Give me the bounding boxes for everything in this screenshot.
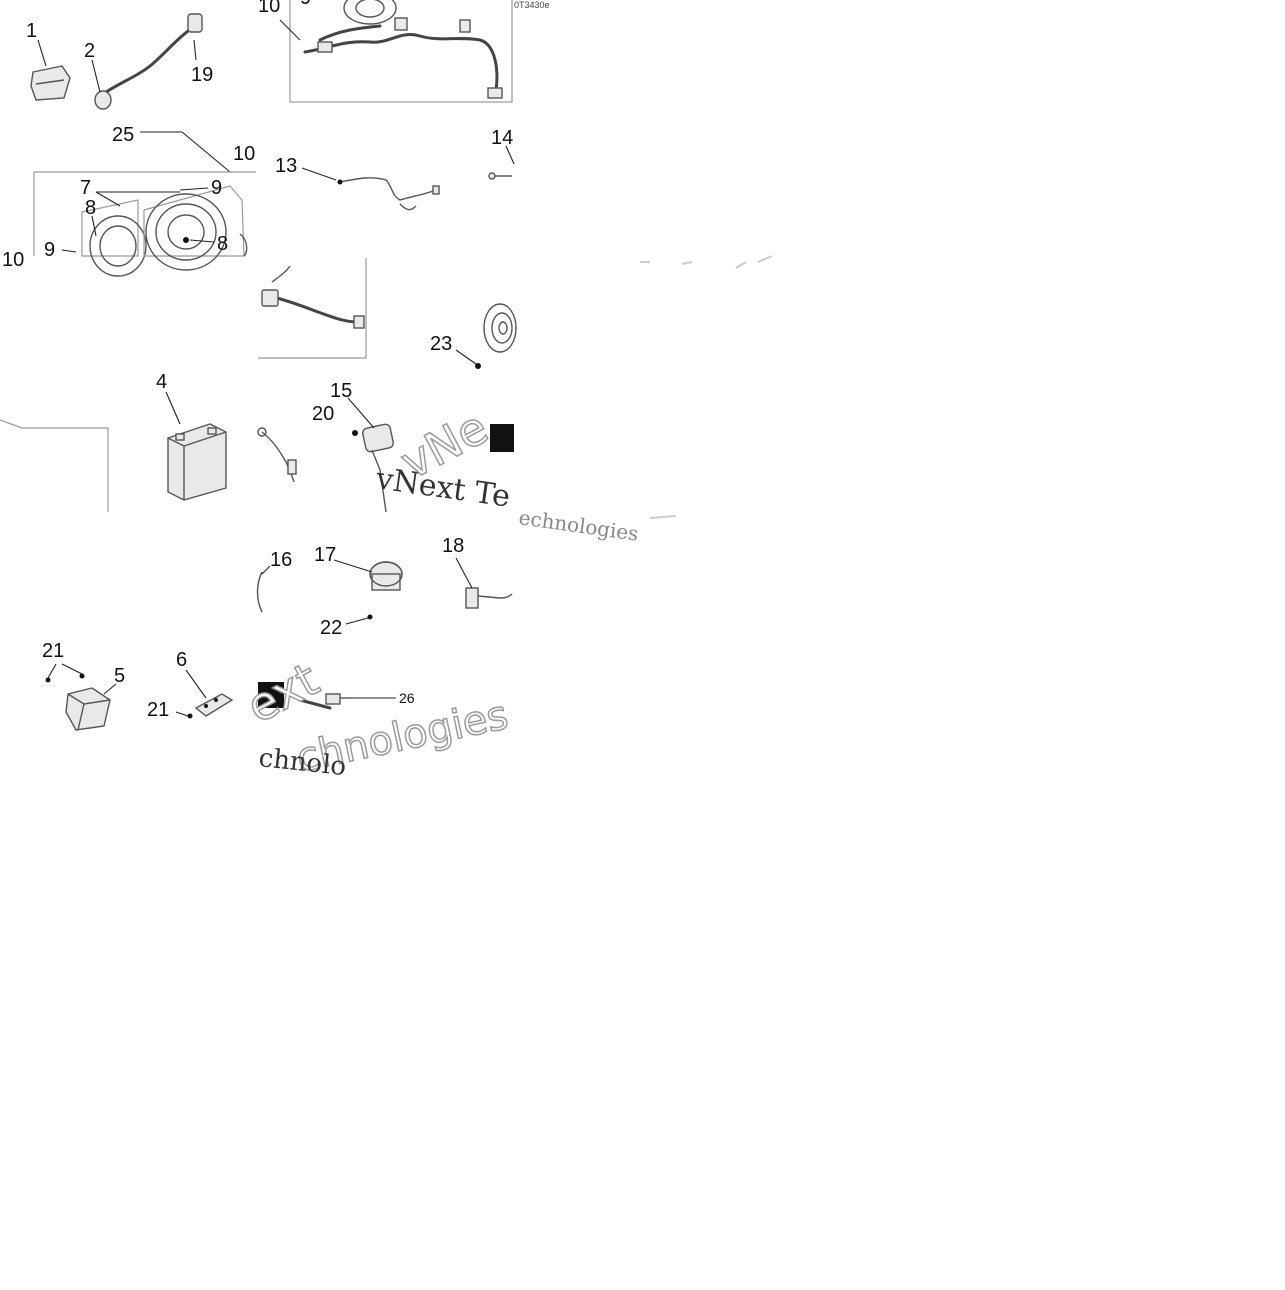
part-2-cable (94, 13, 203, 110)
part-20-nut (352, 430, 358, 436)
part-5-module (65, 687, 111, 731)
part-21-screw-b (79, 673, 85, 679)
watermark-line4: ext (238, 652, 328, 734)
leader-15 (347, 397, 375, 429)
watermark-dark-block (490, 424, 514, 452)
callout-16: 16 (270, 549, 292, 571)
leader-6 (185, 669, 207, 699)
callout-2: 2 (84, 40, 95, 62)
leader-14 (505, 145, 515, 165)
leader-13 (301, 167, 337, 181)
callout-23: 23 (430, 333, 452, 355)
leader-2 (91, 59, 101, 93)
leader-16 (261, 565, 271, 575)
callout-18: 18 (442, 535, 464, 557)
leader-17 (333, 559, 373, 573)
lead-box (258, 258, 367, 359)
leader-25b (181, 131, 231, 173)
callout-7: 7 (80, 177, 91, 199)
callout-21a: 21 (42, 640, 64, 662)
leader-21b (61, 663, 83, 675)
callout-5: 5 (114, 665, 125, 687)
battery-box (0, 419, 109, 512)
leader-18 (455, 557, 473, 589)
part-4-battery (167, 423, 227, 501)
part-16-lamp (256, 571, 263, 613)
callout-9-top: 9 (300, 0, 311, 9)
part-26-sensor (298, 693, 352, 710)
callout-21b: 21 (147, 699, 169, 721)
callout-10c: 10 (2, 249, 24, 271)
leader-10a (279, 19, 301, 41)
callout-17: 17 (314, 544, 336, 566)
faint-fragment-a (640, 255, 773, 269)
leader-5 (103, 683, 117, 695)
callout-22: 22 (320, 617, 342, 639)
leader-8b (189, 239, 215, 243)
watermark-line3: echnologies (517, 505, 640, 546)
callout-10a: 10 (258, 0, 280, 17)
callout-13: 13 (275, 155, 297, 177)
part-17-flasher (369, 561, 403, 591)
part-6-board (194, 693, 234, 717)
leader-22 (345, 617, 369, 625)
part-21-screw-c (187, 713, 193, 719)
part-13-cable (337, 177, 440, 211)
leader-4 (165, 391, 181, 425)
callout-20: 20 (312, 403, 334, 425)
part-7-headlight-left (81, 199, 147, 277)
callout-8a: 8 (85, 197, 96, 219)
callout-14: 14 (491, 127, 513, 149)
leader-1 (37, 39, 47, 67)
part-21-screw-a (45, 677, 51, 683)
callout-8b: 8 (217, 233, 228, 255)
callout-25: 25 (112, 124, 134, 146)
part-harness-lead (261, 265, 365, 329)
callout-26: 26 (399, 690, 415, 706)
leader-23 (455, 349, 477, 365)
callout-4: 4 (156, 371, 167, 393)
part-18-switch (465, 587, 513, 609)
callout-9a: 9 (211, 177, 222, 199)
callout-6: 6 (176, 649, 187, 671)
leader-19 (193, 39, 197, 61)
part-22-screw (367, 614, 373, 620)
leader-9a (179, 187, 209, 191)
watermark-dark-block-2 (258, 682, 284, 708)
callout-10b: 10 (233, 143, 255, 165)
leader-21a (47, 663, 57, 679)
part-23-screw (475, 363, 481, 369)
leader-8a (91, 215, 97, 237)
part-7-headlight-right (143, 185, 245, 271)
leader-9b (61, 249, 77, 253)
part-sensor-lead (257, 427, 297, 483)
callout-1: 1 (26, 20, 37, 42)
harness-box (289, 0, 513, 103)
faint-fragment-b (649, 515, 677, 519)
headlight-edge (239, 233, 248, 257)
leader-21c (175, 711, 189, 717)
callout-9b: 9 (44, 239, 55, 261)
headlight-box (33, 171, 256, 256)
part-14-clip (488, 172, 512, 180)
callout-15: 15 (330, 380, 352, 402)
figure-code: 0T3430e (514, 0, 550, 10)
part-10-harness (303, 0, 503, 99)
part-15-relay (362, 423, 394, 513)
callout-19: 19 (191, 64, 213, 86)
leader-7a (95, 191, 121, 207)
part-horn (483, 303, 517, 353)
part-1-connector (30, 65, 71, 101)
